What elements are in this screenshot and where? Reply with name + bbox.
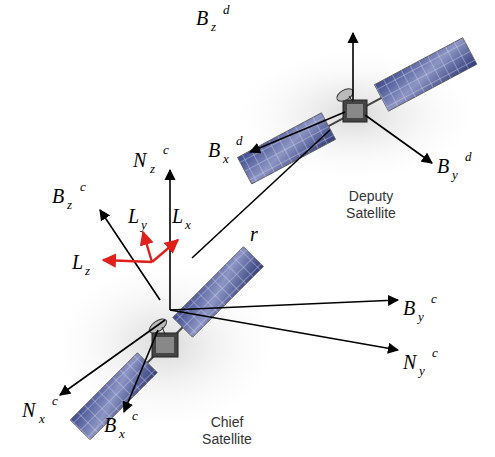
axis-index: c <box>132 409 138 422</box>
axis-symbol: L <box>72 252 83 272</box>
axis-index: d <box>236 134 243 147</box>
axis-symbol: N <box>133 150 146 170</box>
axis-symbol: L <box>172 206 183 226</box>
axis-index: z <box>67 198 72 211</box>
axis-symbol: N <box>22 400 35 420</box>
axis-index: c <box>80 180 86 193</box>
axis-index: x <box>39 412 45 425</box>
torque-axes <box>103 232 178 262</box>
axis-index: y <box>419 364 425 377</box>
axis-index: c <box>52 394 58 407</box>
axis-symbol: B <box>52 186 64 206</box>
deputy-axes <box>250 33 432 163</box>
axis-index: d <box>465 150 472 163</box>
relative-position-line <box>192 130 330 258</box>
satellite-name: Deputy Satellite <box>332 188 410 222</box>
axis-index: x <box>119 427 125 440</box>
axis-symbol: B <box>104 415 116 435</box>
axis-symbol: L <box>128 206 139 226</box>
axis-index: x <box>185 218 191 231</box>
axis-index: c <box>163 143 169 156</box>
axis-index: z <box>211 20 216 33</box>
axis-index: y <box>418 310 424 323</box>
satellite-name: Chief Satellite <box>192 414 262 448</box>
axis-symbol: B <box>403 298 415 318</box>
axis-index: c <box>432 346 438 359</box>
axis-index: x <box>223 152 229 165</box>
axis-index: y <box>141 218 147 231</box>
axis-index: z <box>85 264 90 277</box>
axis-index: d <box>223 3 230 16</box>
axis-index: y <box>452 168 458 181</box>
axis-symbol: r <box>250 224 258 244</box>
deputy-satellite <box>225 38 485 185</box>
axis-symbol: B <box>437 156 449 176</box>
axis-index: c <box>431 292 437 305</box>
chief-satellite <box>45 247 285 440</box>
axis-symbol: N <box>403 352 416 372</box>
axis-symbol: B <box>196 8 208 28</box>
axis-symbol: B <box>208 140 220 160</box>
axis-index: z <box>150 162 155 175</box>
